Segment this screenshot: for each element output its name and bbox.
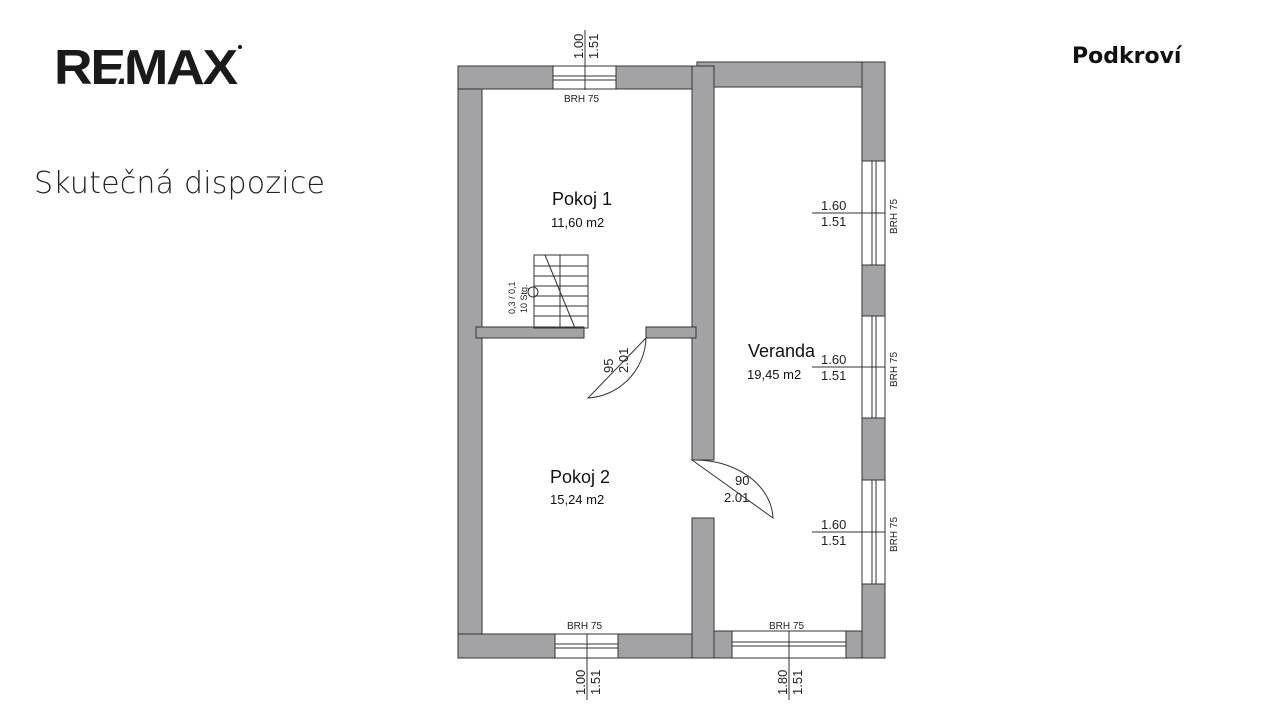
room-pokoj-2-area: 15,24 m2	[550, 492, 604, 507]
window-bottom-right-sill: BRH 75	[769, 621, 804, 632]
window-right-2-width: 1.60	[821, 352, 846, 367]
room-veranda-area: 19,45 m2	[747, 367, 801, 382]
floor-label: Podkroví	[1072, 44, 1182, 69]
window-top-left-sill: BRH 75	[564, 94, 599, 105]
room-pokoj-1-name: Pokoj 1	[552, 189, 612, 209]
window-right-3-width: 1.60	[821, 517, 846, 532]
stairs-label-2: 10 Stg.	[519, 284, 529, 313]
window-right-1-width: 1.60	[821, 198, 846, 213]
door-2-swing	[690, 459, 774, 520]
door-1-swing	[586, 336, 647, 399]
window-top-left-height: 1.51	[586, 34, 601, 59]
window-top-left-width: 1.00	[571, 34, 586, 59]
window-right-3-sill: BRH 75	[889, 517, 900, 552]
window-right-3-height: 1.51	[821, 533, 846, 548]
door-2-height: 2.01	[724, 490, 749, 505]
window-bottom-left-height: 1.51	[588, 670, 603, 695]
window-bottom-left-width: 1.00	[573, 670, 588, 695]
door-1-width: 95	[601, 359, 616, 373]
room-pokoj-1-area: 11,60 m2	[551, 215, 604, 230]
window-right-1-height: 1.51	[821, 214, 846, 229]
window-right-2-height: 1.51	[821, 368, 846, 383]
window-right-2-sill: BRH 75	[889, 352, 900, 387]
room-pokoj-2-name: Pokoj 2	[550, 467, 610, 487]
room-veranda-name: Veranda	[748, 341, 816, 361]
remax-logo: REMAX	[54, 41, 242, 94]
stairs-label-1: 0,3 / 0,1	[507, 281, 517, 314]
door-1-height: 2.01	[616, 348, 631, 373]
window-bottom-right-width: 1.80	[775, 670, 790, 695]
window-bottom-left-sill: BRH 75	[567, 621, 602, 632]
stairs	[527, 254, 589, 329]
svg-text:REMAX: REMAX	[54, 41, 239, 94]
window-bottom-right-height: 1.51	[790, 670, 805, 695]
window-right-1-sill: BRH 75	[889, 199, 900, 234]
page-subtitle: Skutečná dispozice	[34, 166, 326, 201]
door-2-width: 90	[735, 473, 749, 488]
doors	[586, 332, 774, 520]
